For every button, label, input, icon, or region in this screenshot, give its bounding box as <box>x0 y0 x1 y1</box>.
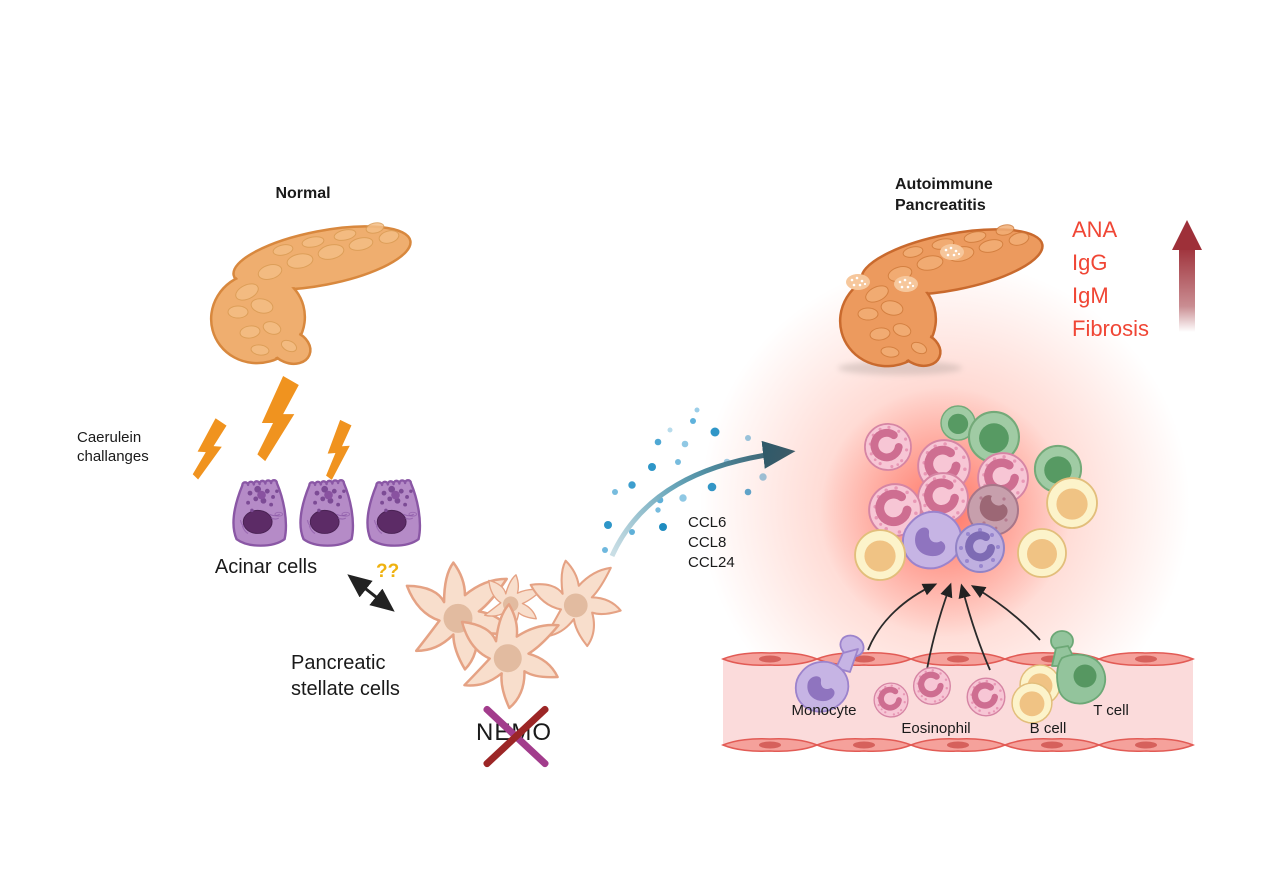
acinar-cells-label: Acinar cells <box>214 556 318 578</box>
eosinophil-cell <box>865 424 911 470</box>
normal-pancreas-illustration <box>209 222 412 366</box>
vessel-endothelium-bottom <box>722 738 1194 752</box>
acinar-cell <box>366 478 380 547</box>
vessel-eosinophil <box>967 678 1005 716</box>
eosinophil-label: Eosinophil <box>901 720 971 737</box>
t-cell-label: T cell <box>1093 702 1129 719</box>
lightning-bolt-icon <box>257 376 299 462</box>
macrophage-cell <box>967 484 1019 536</box>
stellate-cells-illustration <box>405 553 626 714</box>
lightning-bolt-icon <box>322 419 356 481</box>
vessel-monocyte <box>794 634 865 713</box>
basophil-cell <box>955 523 1005 573</box>
elevated-markers-list: ANA IgG IgM Fibrosis <box>1072 217 1150 341</box>
acinar-cells-illustration <box>232 478 380 547</box>
b-cell <box>1017 528 1067 578</box>
elevation-up-arrow-icon <box>1172 220 1202 332</box>
b-cell <box>854 529 906 581</box>
b-cell-label: B cell <box>1029 720 1067 737</box>
autoimmune-pancreatitis-title: Autoimmune Pancreatitis <box>895 176 993 214</box>
b-cell <box>1046 477 1098 529</box>
monocyte-label: Monocyte <box>791 702 857 719</box>
caerulein-bolt-icons <box>192 376 356 482</box>
vessel-t-cell <box>1050 630 1106 705</box>
acinar-stellate-double-arrow-icon <box>347 574 395 612</box>
fibrosis-speckle-patches <box>846 244 964 292</box>
acinar-cell <box>299 478 313 547</box>
monocyte-cell <box>901 510 963 570</box>
recruitment-arrows-icon <box>867 582 1041 676</box>
uncertainty-question-marks: ?? <box>376 561 400 582</box>
inflamed-pancreas-illustration <box>838 224 1044 368</box>
immune-cell-cluster <box>854 405 1098 581</box>
acinar-cell <box>232 478 246 547</box>
vessel-b-cell <box>1011 682 1053 724</box>
vessel-endothelium-top <box>721 652 1194 666</box>
caerulein-challenges-label: Caerulein challanges <box>77 429 149 465</box>
nemo-knockout-cross-icon <box>470 701 564 773</box>
normal-title: Normal <box>275 185 331 202</box>
lightning-bolt-icon <box>192 416 227 482</box>
vessel-eosinophil <box>914 668 951 705</box>
vessel-eosinophil <box>874 683 908 717</box>
chemokine-labels: CCL6 CCL8 CCL24 <box>688 514 735 571</box>
pancreatic-stellate-cells-label: Pancreatic stellate cells <box>291 652 400 700</box>
